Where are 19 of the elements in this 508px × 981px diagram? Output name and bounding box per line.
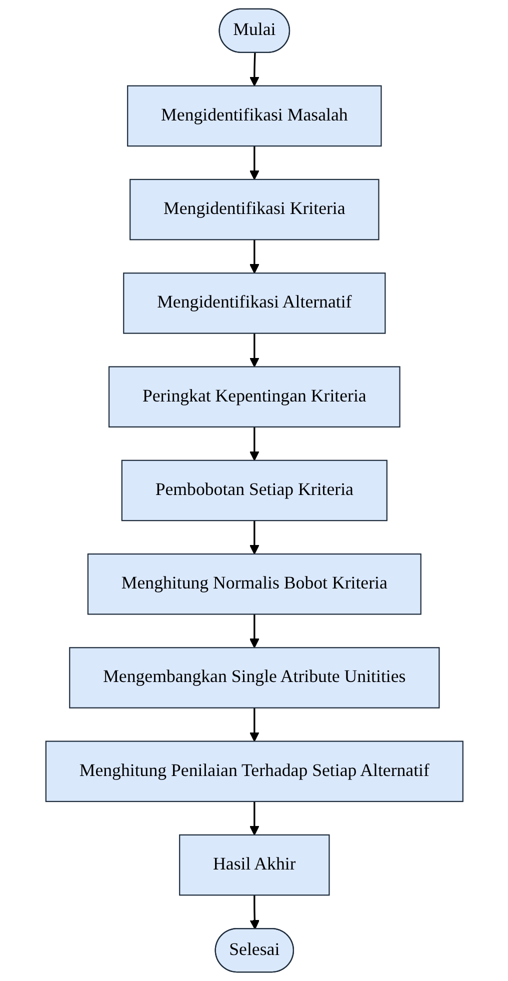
arrow bbox=[249, 146, 259, 180]
arrow bbox=[249, 52, 259, 86]
node-box: Pembobotan Setiap Kriteria bbox=[120, 460, 388, 522]
node-box: Mengidentifikasi Masalah bbox=[126, 85, 382, 147]
arrow bbox=[249, 802, 259, 836]
node-box: Mengidentifikasi Alternatif bbox=[122, 272, 386, 334]
node-box: Peringkat Kepentingan Kriteria bbox=[108, 366, 400, 428]
arrow bbox=[249, 520, 259, 554]
node-box: Menghitung Penilaian Terhadap Setiap Alternatif bbox=[44, 740, 464, 802]
node-box: Mengembangkan Single Atribute Unitities bbox=[68, 647, 440, 708]
node-box: Mengidentifikasi Kriteria bbox=[129, 178, 379, 240]
arrow bbox=[249, 614, 259, 648]
arrow bbox=[249, 333, 259, 368]
arrow bbox=[249, 240, 259, 274]
arrow bbox=[249, 708, 259, 742]
arrow bbox=[249, 895, 260, 930]
node-box: Hasil Akhir bbox=[178, 834, 330, 896]
arrow bbox=[249, 426, 259, 461]
node-box: Menghitung Normalis Bobot Kriteria bbox=[87, 553, 421, 615]
